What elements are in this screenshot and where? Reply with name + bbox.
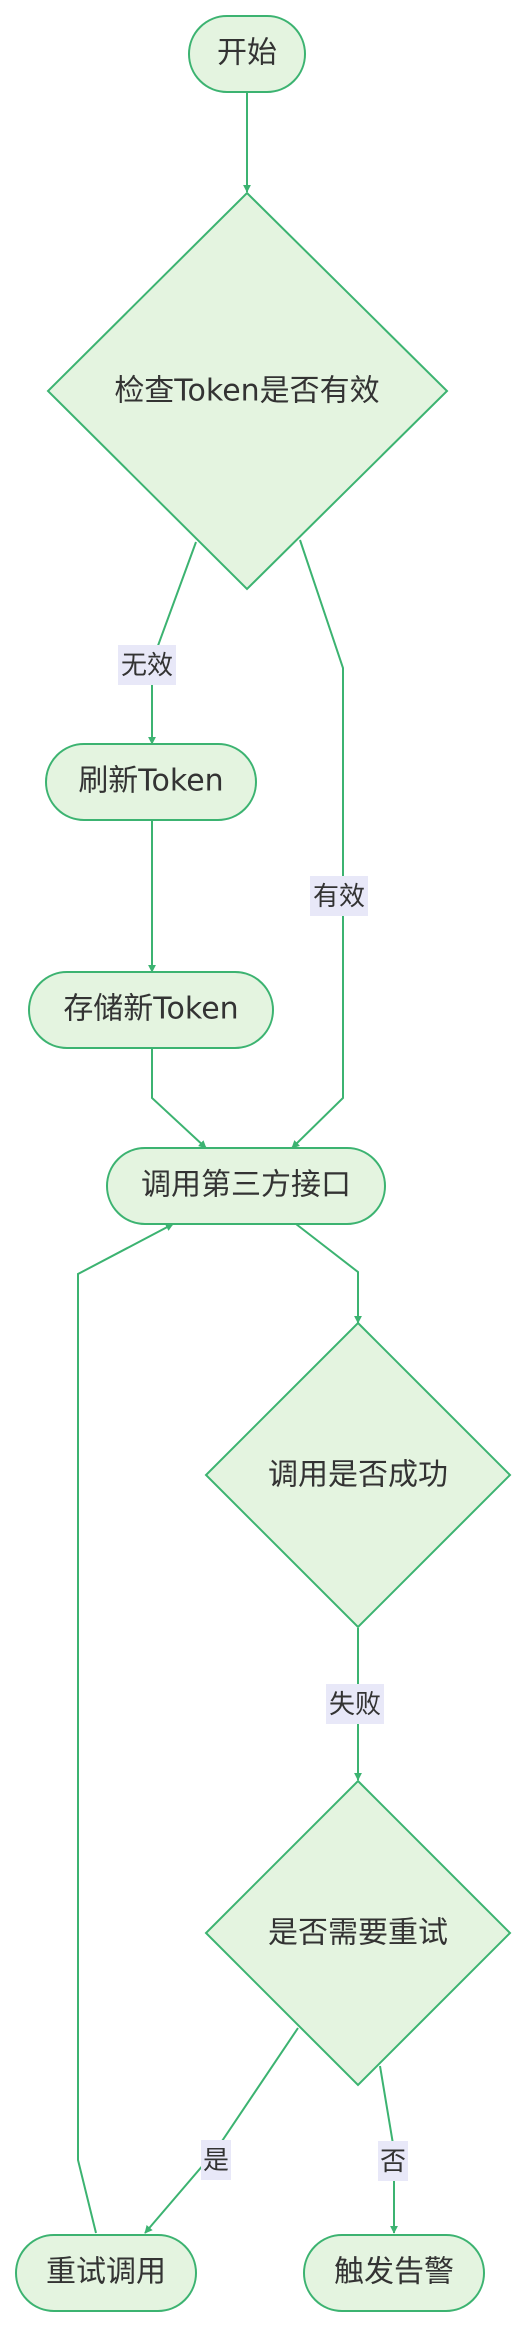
node-check-token: 检查Token是否有效 <box>46 191 449 591</box>
edge-store-to-call <box>151 1048 207 1149</box>
edge-label-yes-text: 是 <box>203 2146 229 2176</box>
node-start: 开始 <box>188 15 306 93</box>
edge-check-to-refresh <box>148 541 197 745</box>
node-call-api-label: 调用第三方接口 <box>141 1168 351 1203</box>
edge-label-valid-text: 有效 <box>313 882 365 912</box>
node-call-success-label: 调用是否成功 <box>268 1458 448 1493</box>
edge-retry-to-retrycall <box>144 2027 299 2234</box>
edge-label-valid: 有效 <box>310 876 368 916</box>
edge-label-invalid-text: 无效 <box>121 651 173 681</box>
node-need-retry-label: 是否需要重试 <box>268 1916 448 1951</box>
edge-check-to-call <box>291 539 344 1149</box>
node-store-token: 存储新Token <box>28 971 274 1049</box>
node-call-success: 调用是否成功 <box>204 1321 512 1629</box>
node-need-retry: 是否需要重试 <box>204 1779 512 2087</box>
node-refresh-token: 刷新Token <box>45 743 257 821</box>
edge-call-to-success <box>295 1223 362 1324</box>
node-retry-call: 重试调用 <box>15 2234 197 2312</box>
edge-label-invalid: 无效 <box>118 645 176 685</box>
node-store-token-label: 存储新Token <box>63 992 238 1027</box>
edge-labels: 无效 有效 失败 是 否 <box>118 645 408 2181</box>
node-call-api: 调用第三方接口 <box>106 1147 386 1225</box>
edge-label-no: 否 <box>378 2141 408 2181</box>
edge-label-fail-text: 失败 <box>329 1690 381 1720</box>
edge-retrycall-to-call <box>77 1223 174 2234</box>
edge-label-yes: 是 <box>201 2140 231 2180</box>
node-trigger-alert: 触发告警 <box>303 2234 485 2312</box>
node-trigger-alert-label: 触发告警 <box>334 2255 454 2290</box>
edge-label-fail: 失败 <box>326 1684 384 1724</box>
nodes: 开始 检查Token是否有效 刷新Token 存储新Token 调用第三方接口 <box>15 15 512 2312</box>
node-start-label: 开始 <box>217 36 277 71</box>
node-check-token-label: 检查Token是否有效 <box>114 374 379 409</box>
edge-label-no-text: 否 <box>380 2147 406 2177</box>
node-refresh-token-label: 刷新Token <box>78 764 223 799</box>
node-retry-call-label: 重试调用 <box>46 2255 166 2290</box>
